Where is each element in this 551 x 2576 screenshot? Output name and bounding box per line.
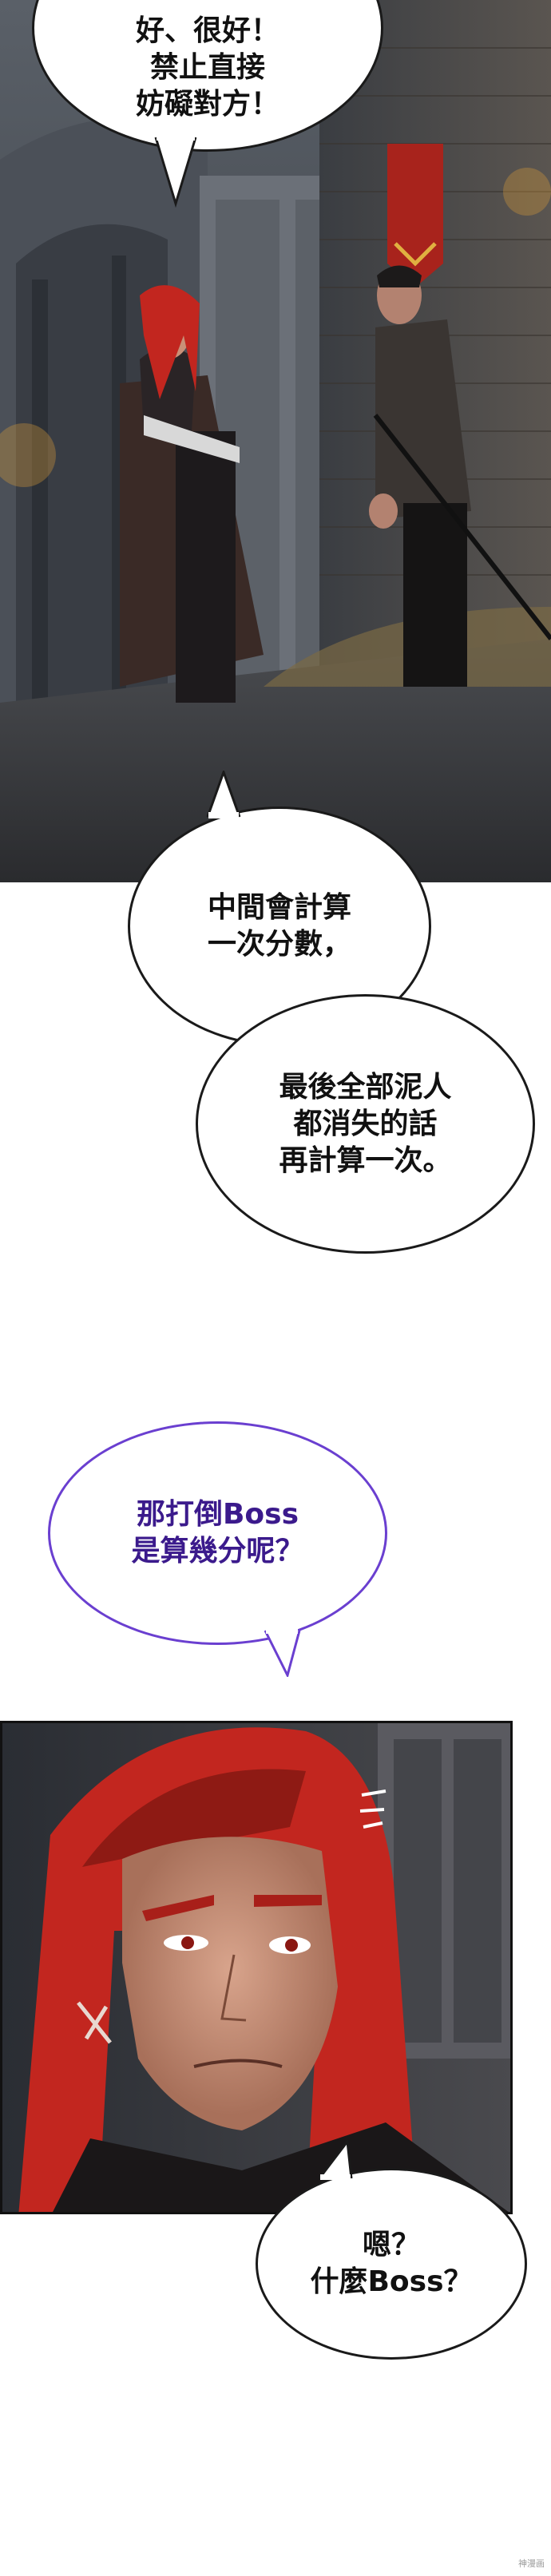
speech-bubble-2-tail [206, 771, 241, 818]
speech-bubble-2: 中間會計算 一次分數， [128, 806, 431, 1046]
speech-bubble-4: 那打倒Boss 是算幾分呢？ [48, 1421, 387, 1645]
speech-bubble-4-tail [264, 1629, 301, 1677]
speech-bubble-5-text: 嗯？ 什麼Boss？ [310, 2229, 473, 2298]
panel-courtyard [0, 0, 551, 882]
speech-bubble-5-tail [318, 2140, 353, 2180]
watermark-text: 神漫画 [518, 2558, 545, 2569]
speech-bubble-1-tail [154, 136, 197, 208]
courtyard-artwork [0, 0, 551, 882]
speech-bubble-5: 嗯？ 什麼Boss？ [256, 2168, 527, 2360]
speech-bubble-2-text: 中間會計算 一次分數， [207, 891, 351, 961]
dark-haired-man-figure [369, 265, 551, 687]
speech-bubble-3: 最後全部泥人 都消失的話 再計算一次。 [196, 994, 535, 1254]
speech-bubble-1-text: 好、很好！ 禁止直接 妨礙對方！ [135, 14, 279, 121]
speech-bubble-3-text: 最後全部泥人 都消失的話 再計算一次。 [279, 1070, 452, 1177]
panel-closeup [0, 1721, 513, 2214]
closeup-artwork [2, 1723, 510, 2212]
red-haired-man-figure [120, 285, 264, 703]
speech-bubble-4-text: 那打倒Boss 是算幾分呢？ [131, 1498, 304, 1567]
